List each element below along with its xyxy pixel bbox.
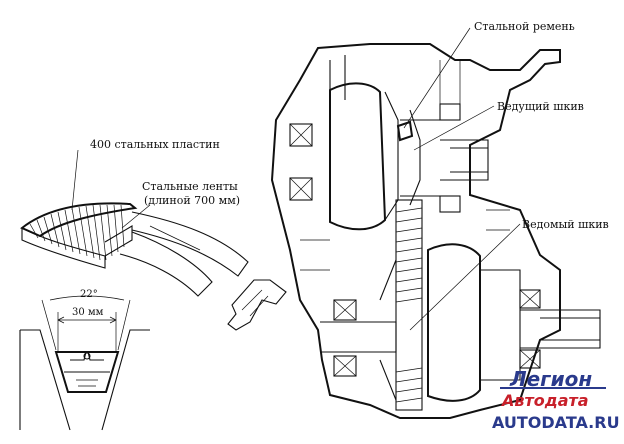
label-bands-line1: Стальные ленты: [142, 180, 238, 193]
leader-steel-belt: [403, 27, 471, 129]
leader-plates: [71, 149, 79, 211]
leader-bands: [121, 204, 151, 229]
label-driven-pulley: Ведомый шкив: [522, 218, 609, 231]
leader-driven-pulley: [409, 223, 521, 331]
label-drive-pulley: Ведущий шкив: [497, 100, 584, 113]
label-plates: 400 стальных пластин: [90, 138, 220, 151]
label-bands-line2: (длиной 700 мм): [144, 194, 240, 207]
transmission-section: [270, 43, 601, 419]
plate-cross-section: [19, 295, 150, 431]
belt-segment-illustration: [20, 202, 287, 331]
label-angle: 22°: [80, 289, 98, 300]
watermark-logo: Легион Автодата AUTODATA.RU: [492, 367, 620, 432]
watermark-line1: Легион: [509, 367, 592, 391]
label-steel-belt: Стальной ремень: [474, 20, 575, 33]
watermark-line2: Автодата: [500, 391, 589, 410]
watermark-line3: AUTODATA.RU: [492, 413, 620, 432]
leader-drive-pulley: [413, 105, 495, 151]
label-width: 30 мм: [72, 307, 104, 318]
